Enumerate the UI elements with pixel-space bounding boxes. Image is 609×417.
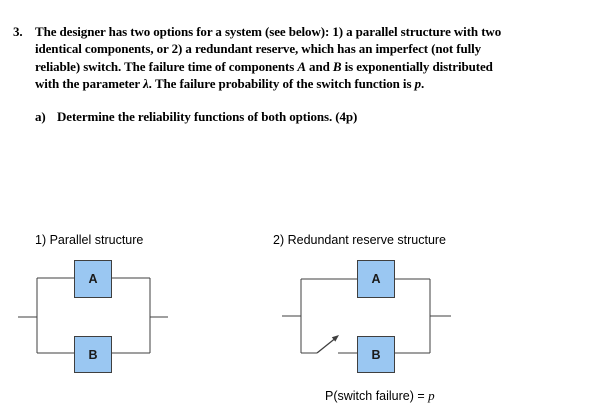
problem-line-4-text: . The failure probability of the switch … xyxy=(148,75,415,91)
problem-line-4-text: . xyxy=(420,75,425,91)
problem-line-3-text: and xyxy=(305,58,333,74)
subquestion-a: a) Determine the reliability functions of… xyxy=(35,108,357,125)
math-var-lambda: λ xyxy=(142,75,149,91)
problem-line-3-text: reliable) switch. The failure time of co… xyxy=(35,58,298,74)
problem-line-4: with the parameter λ. The failure probab… xyxy=(35,75,501,92)
diagram1-component-A: A xyxy=(74,260,112,298)
switch-failure-caption: P(switch failure) = p xyxy=(325,388,435,404)
math-var-B: B xyxy=(332,58,342,74)
math-var-A: A xyxy=(297,58,306,74)
diagram2-component-A: A xyxy=(357,260,395,298)
diagram2-component-B: B xyxy=(357,336,395,373)
diagram1-component-B: B xyxy=(74,336,112,373)
diagram2-title: 2) Redundant reserve structure xyxy=(273,233,447,247)
problem-line-1: The designer has two options for a syste… xyxy=(35,24,502,39)
switch-arrowhead xyxy=(331,335,339,342)
problem-statement: The designer has two options for a syste… xyxy=(35,23,501,92)
math-var-p-caption: p xyxy=(428,388,435,403)
diagram1-title: 1) Parallel structure xyxy=(35,233,144,247)
switch-lever-line xyxy=(316,338,335,354)
math-var-p: p xyxy=(414,75,422,91)
problem-line-4-text: with the parameter xyxy=(35,75,143,91)
problem-number: 3. xyxy=(13,24,23,39)
switch-failure-caption-text: P(switch failure) = xyxy=(325,389,429,403)
problem-line-2: identical components, or 2) a redundant … xyxy=(35,41,482,57)
problem-line-3: reliable) switch. The failure time of co… xyxy=(35,58,501,75)
subquestion-a-label: a) xyxy=(35,109,46,124)
problem-line-3-text: is exponentially distributed xyxy=(341,58,493,74)
subquestion-a-text: Determine the reliability functions of b… xyxy=(57,109,358,124)
